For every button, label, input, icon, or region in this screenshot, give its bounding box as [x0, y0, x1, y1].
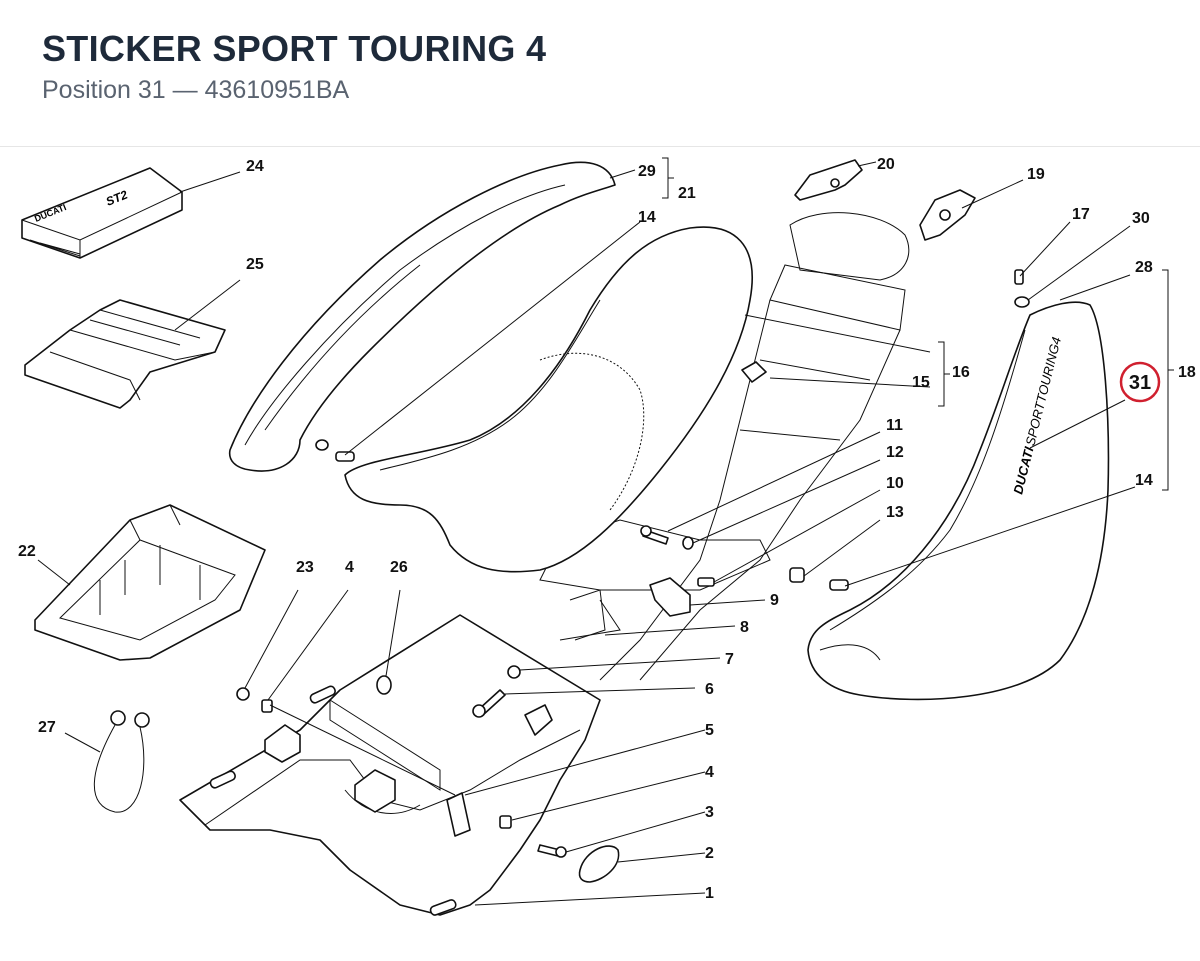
part-19-bracket — [919, 189, 976, 241]
callout-2: 2 — [705, 845, 714, 862]
callout-17: 17 — [1072, 206, 1090, 223]
callout-labels: 24 25 22 27 29 21 14 20 19 17 30 28 18 1… — [18, 156, 1196, 902]
callout-1: 1 — [705, 885, 714, 902]
part-25-folded-cover — [24, 299, 226, 409]
part-24-manual-box: DUCATI ST2 — [21, 167, 183, 259]
highlight-marker-31[interactable]: 31 — [1119, 361, 1161, 403]
callout-23: 23 — [296, 559, 314, 576]
callout-19: 19 — [1027, 166, 1045, 183]
part-27-cable — [93, 710, 150, 813]
callout-15: 15 — [912, 374, 930, 391]
callout-22: 22 — [18, 543, 36, 560]
callout-25: 25 — [246, 256, 264, 273]
callout-27: 27 — [38, 719, 56, 736]
leader-lines — [37, 157, 1174, 906]
callout-4-upper: 4 — [345, 559, 354, 576]
callout-16: 16 — [952, 364, 970, 381]
callout-24: 24 — [246, 158, 264, 175]
callout-20: 20 — [877, 156, 895, 173]
part-15-clip — [741, 361, 767, 383]
callout-12: 12 — [886, 444, 904, 461]
callout-29: 29 — [638, 163, 656, 180]
callout-5: 5 — [705, 722, 714, 739]
part-14-seat — [344, 226, 753, 573]
header-divider — [0, 146, 1200, 147]
highlight-label: 31 — [1129, 372, 1151, 394]
callout-26: 26 — [390, 559, 408, 576]
page-title: STICKER SPORT TOURING 4 — [42, 28, 547, 69]
callout-4-lower: 4 — [705, 764, 714, 781]
part-1-undertray — [179, 614, 601, 916]
callout-14-right: 14 — [1135, 472, 1153, 489]
part-18-side-panel — [807, 301, 1110, 701]
highlight-ring — [1119, 361, 1161, 403]
callout-10: 10 — [886, 475, 904, 492]
callout-30: 30 — [1132, 210, 1150, 227]
hardware — [236, 269, 1030, 883]
part-20-bracket — [794, 159, 863, 201]
callout-7: 7 — [725, 651, 734, 668]
callout-18: 18 — [1178, 364, 1196, 381]
part-29-seat-fairing — [228, 161, 616, 472]
callout-9: 9 — [770, 592, 779, 609]
callout-21: 21 — [678, 185, 696, 202]
callout-28: 28 — [1135, 259, 1153, 276]
callout-6: 6 — [705, 681, 714, 698]
callout-3: 3 — [705, 804, 714, 821]
callout-14-top: 14 — [638, 209, 656, 226]
part-22-tool-tray — [34, 504, 266, 661]
header: STICKER SPORT TOURING 4 Position 31 — 43… — [42, 28, 546, 105]
callout-8: 8 — [740, 619, 749, 636]
callout-11: 11 — [886, 417, 903, 434]
page-subtitle: Position 31 — 43610951BA — [42, 76, 350, 104]
callout-13: 13 — [886, 504, 904, 521]
